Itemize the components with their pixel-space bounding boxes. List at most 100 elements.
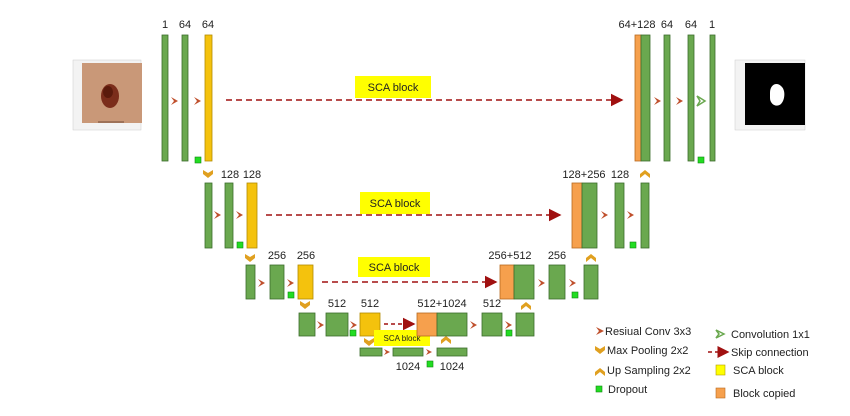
sca-swatch-icon bbox=[715, 364, 726, 376]
enc4-conv-a bbox=[298, 312, 316, 337]
upsample-arrow bbox=[640, 170, 650, 178]
legend-dropout: Dropout bbox=[608, 384, 647, 396]
dec4-label-1: 512 bbox=[483, 298, 501, 310]
bottleneck-conv-b bbox=[392, 347, 424, 357]
resconv-arrow bbox=[317, 321, 324, 329]
resconv-arrow bbox=[627, 211, 634, 219]
upsample-arrow bbox=[441, 336, 451, 344]
bottleneck-dropout bbox=[426, 360, 434, 368]
dec1-conv-cat bbox=[640, 34, 651, 162]
resconv-arrow bbox=[654, 97, 661, 105]
legend-copied: Block copied bbox=[733, 388, 795, 400]
legend-sca: SCA block bbox=[733, 365, 784, 377]
conv1x1-arrow bbox=[696, 95, 707, 107]
enc1-sca bbox=[204, 34, 213, 162]
resconv-arrow bbox=[676, 97, 683, 105]
enc1-label-2: 64 bbox=[179, 19, 191, 31]
dec2-dropout bbox=[629, 241, 637, 249]
dec1-conv-b bbox=[687, 34, 695, 162]
enc3-sca bbox=[297, 264, 314, 300]
dec4-dropout bbox=[505, 329, 513, 337]
resconv-arrow bbox=[236, 211, 243, 219]
enc2-sca bbox=[246, 182, 258, 249]
resconv-arrow bbox=[601, 211, 608, 219]
dec1-label-cat: 64+128 bbox=[618, 19, 655, 31]
dec2-conv-a bbox=[614, 182, 625, 249]
resconv-arrow bbox=[426, 349, 432, 355]
resconv-arrow bbox=[470, 321, 477, 329]
dec4-conv-a bbox=[481, 312, 503, 337]
dec2-conv-b bbox=[640, 182, 650, 249]
chevron-up-icon bbox=[595, 368, 605, 376]
dec4-label-cat: 512+1024 bbox=[417, 298, 466, 310]
legend: Resiual Conv 3x3 Max Pooling 2x2 Up Samp… bbox=[595, 326, 810, 400]
square-icon bbox=[595, 385, 603, 393]
dec3-dropout bbox=[571, 291, 579, 299]
copied-swatch-icon bbox=[715, 387, 726, 399]
enc3-conv-a bbox=[245, 264, 256, 300]
dec2-label-cat: 128+256 bbox=[562, 169, 605, 181]
upsample-arrow bbox=[586, 254, 596, 262]
enc3-dropout bbox=[287, 291, 295, 299]
maxpool-arrow bbox=[300, 301, 310, 309]
dec3-conv-b bbox=[583, 264, 599, 300]
enc3-conv-b bbox=[269, 264, 285, 300]
resconv-arrow bbox=[258, 279, 265, 287]
sca-label-box-4 bbox=[374, 330, 430, 346]
enc2-conv-a bbox=[204, 182, 213, 249]
dec3-copied bbox=[499, 264, 515, 300]
dec4-conv-cat bbox=[436, 312, 468, 337]
dec1-copied bbox=[634, 34, 642, 162]
dec2-label-1: 128 bbox=[611, 169, 629, 181]
sca-label-2: SCA block bbox=[370, 198, 421, 210]
enc2-conv-b bbox=[224, 182, 234, 249]
enc4-conv-b bbox=[325, 312, 349, 337]
resconv-arrow bbox=[194, 97, 201, 105]
dec1-label-2: 64 bbox=[685, 19, 697, 31]
dec3-label-1: 256 bbox=[548, 250, 566, 262]
sca-label-box-2 bbox=[360, 192, 430, 214]
enc4-dropout bbox=[349, 329, 357, 337]
sca-label-box-3 bbox=[358, 257, 430, 277]
enc1-conv-b bbox=[181, 34, 189, 162]
legend-maxpool: Max Pooling 2x2 bbox=[607, 345, 688, 357]
resconv-arrow bbox=[214, 211, 221, 219]
resconv-arrow bbox=[538, 279, 545, 287]
resconv-arrow bbox=[350, 321, 357, 329]
resconv-arrow bbox=[505, 321, 512, 329]
maxpool-arrow bbox=[203, 170, 213, 178]
enc1-conv-a bbox=[161, 34, 169, 162]
enc4-label-2: 512 bbox=[361, 298, 379, 310]
enc3-label-1: 256 bbox=[268, 250, 286, 262]
sca-label-4: SCA block bbox=[384, 334, 422, 343]
legend-resconv: Resiual Conv 3x3 bbox=[605, 326, 691, 338]
bottleneck-label-in: 1024 bbox=[396, 361, 420, 373]
legend-conv1x1: Convolution 1x1 bbox=[731, 329, 810, 341]
enc2-dropout bbox=[236, 241, 244, 249]
legend-upsample: Up Sampling 2x2 bbox=[607, 365, 691, 377]
chevron-down-icon bbox=[595, 346, 605, 354]
enc4-label-1: 512 bbox=[328, 298, 346, 310]
dec1-conv-a bbox=[663, 34, 671, 162]
chevron-right-icon bbox=[596, 327, 604, 335]
enc1-label-1: 1 bbox=[162, 19, 168, 31]
bottleneck-conv-a bbox=[359, 347, 383, 357]
input-image bbox=[72, 59, 142, 131]
chevron-right-outline-icon bbox=[715, 329, 726, 339]
sca-label-box-1 bbox=[355, 76, 431, 98]
resconv-arrow bbox=[287, 279, 294, 287]
dec1-conv-out bbox=[709, 34, 716, 162]
dec2-conv-cat bbox=[581, 182, 598, 249]
dec3-label-cat: 256+512 bbox=[488, 250, 531, 262]
output-mask bbox=[734, 59, 806, 131]
bottleneck-conv-c bbox=[436, 347, 468, 357]
dec1-label-1: 64 bbox=[661, 19, 673, 31]
resconv-arrow bbox=[384, 349, 390, 355]
dec3-conv-a bbox=[548, 264, 566, 300]
maxpool-arrow bbox=[364, 338, 374, 346]
dec2-copied bbox=[571, 182, 583, 249]
enc2-label-2: 128 bbox=[243, 169, 261, 181]
maxpool-arrow bbox=[245, 254, 255, 262]
